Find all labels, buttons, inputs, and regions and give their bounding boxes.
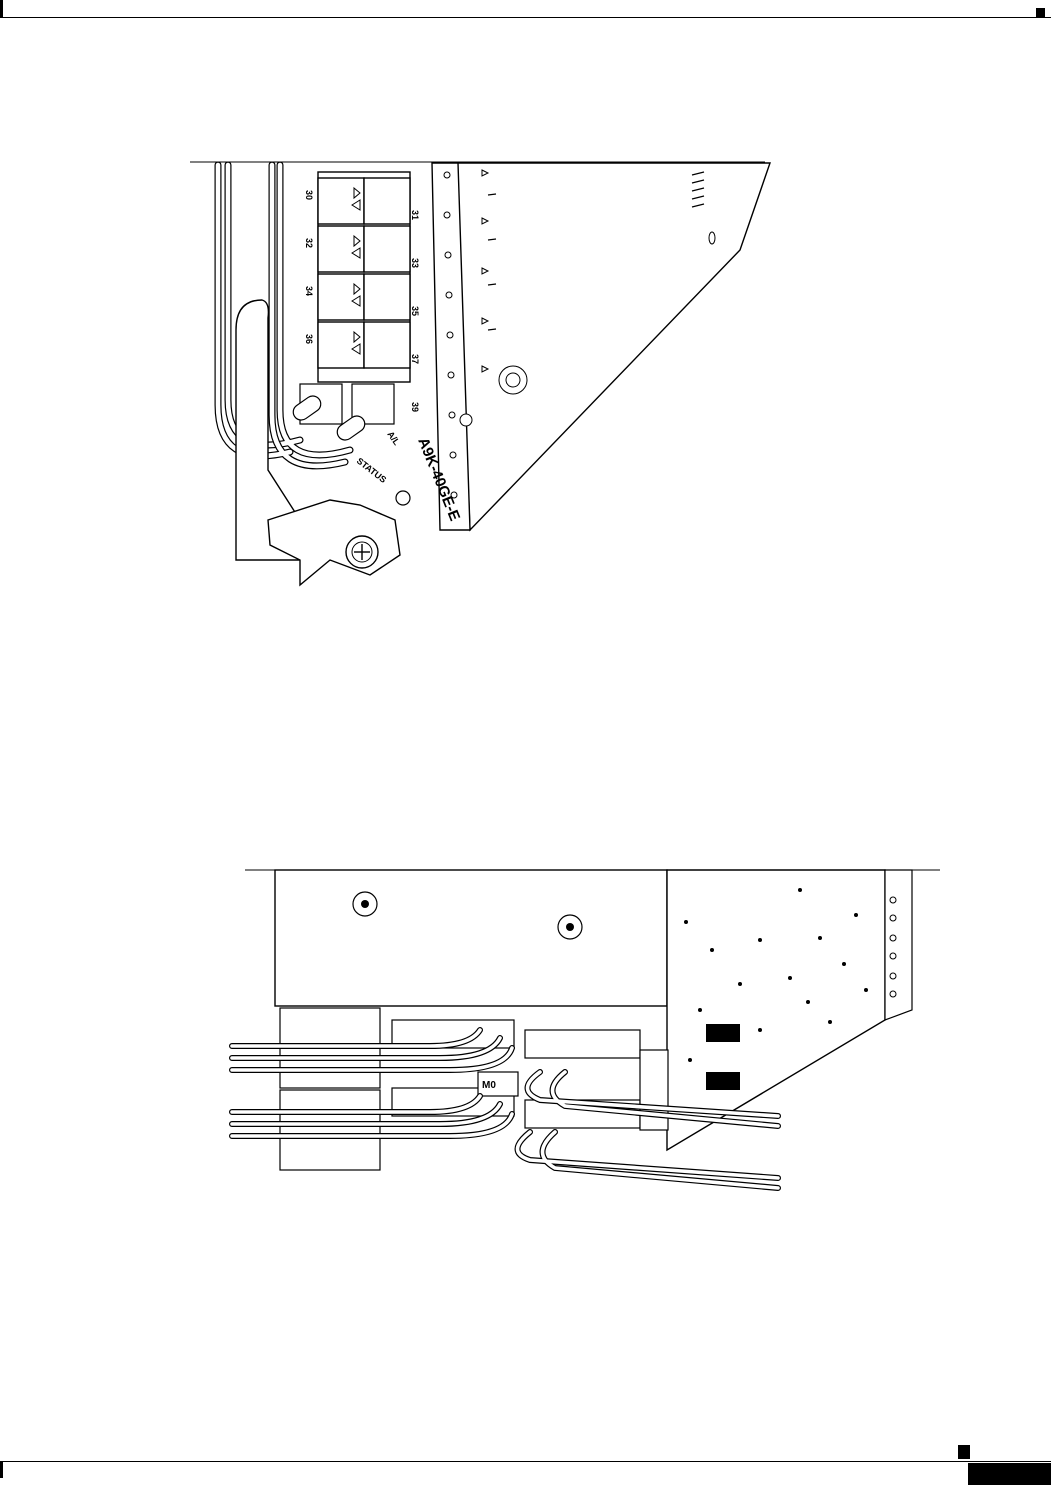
port-label-31: 31 — [410, 210, 420, 220]
footer-page-tab — [968, 1463, 1051, 1485]
port-label-32: 32 — [304, 238, 314, 248]
port-label-36: 36 — [304, 334, 314, 344]
al-label: A/L — [385, 429, 402, 447]
port-label-33: 33 — [410, 258, 420, 268]
status-label: STATUS — [355, 456, 388, 485]
power-module-illustration: M0 — [0, 860, 1051, 1220]
footer-page-marker — [958, 1445, 970, 1459]
port-label-30: 30 — [304, 190, 314, 200]
line-card-illustration: 31 33 35 37 39 30 32 34 36 A9K-40GE-E ST… — [0, 0, 1051, 620]
port-label-39: 39 — [410, 402, 420, 412]
footer-left-tick — [0, 1462, 3, 1478]
figure-power-module-cabling: M0 — [0, 860, 1051, 1220]
port-label-34: 34 — [304, 286, 314, 296]
footer-rule — [0, 1461, 1051, 1462]
figure-line-card-cabling: 31 33 35 37 39 30 32 34 36 A9K-40GE-E ST… — [0, 0, 1051, 620]
port-label-37: 37 — [410, 354, 420, 364]
module-label: M0 — [482, 1080, 496, 1091]
port-label-35: 35 — [410, 306, 420, 316]
